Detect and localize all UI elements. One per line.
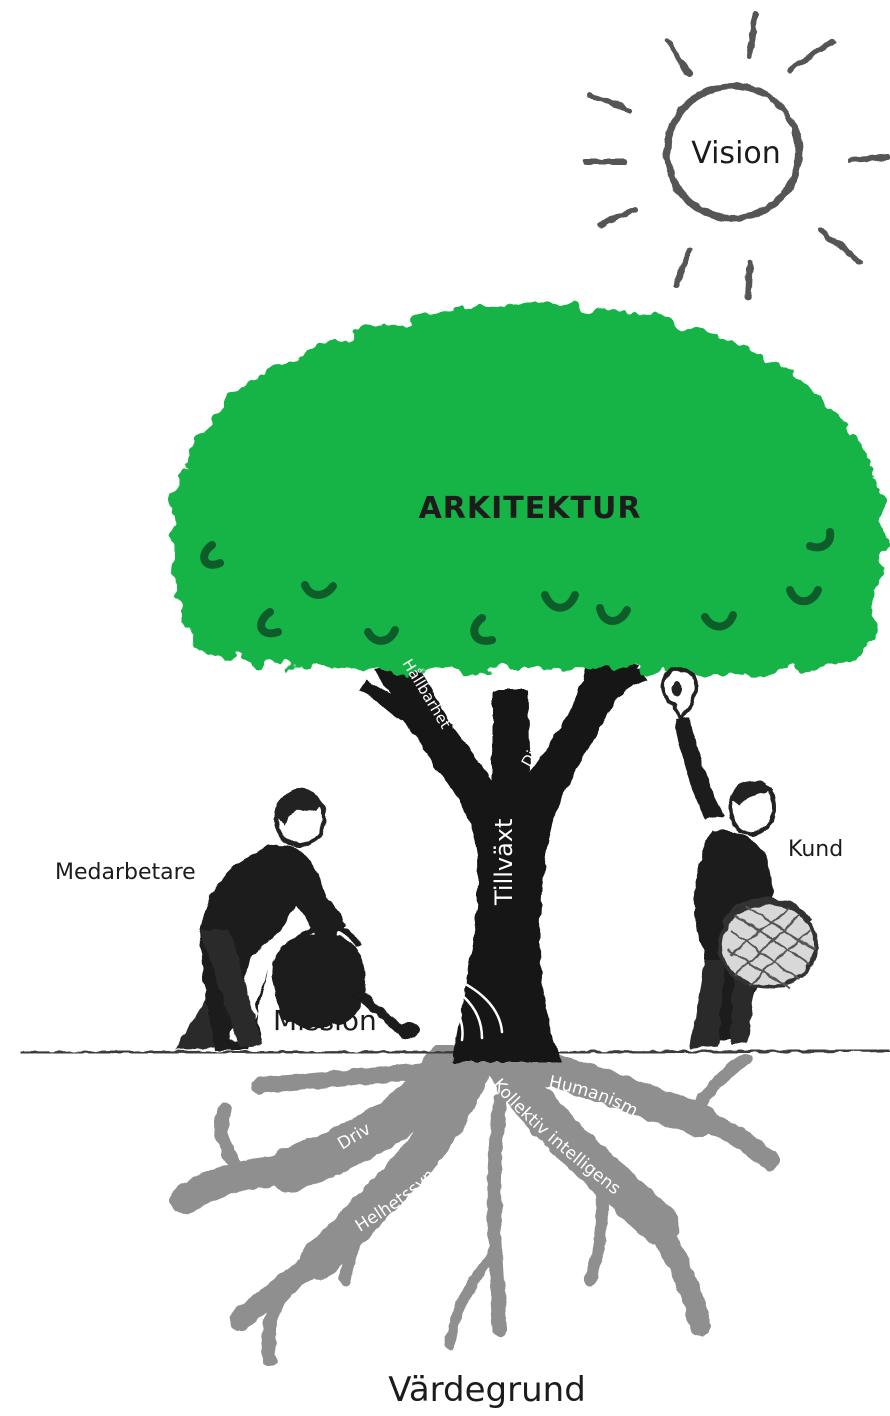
fruit bbox=[786, 586, 822, 606]
lightbulb-mark bbox=[672, 680, 682, 696]
foundation-label: Värdegrund bbox=[388, 1370, 586, 1410]
canopy-label: ARKITEKTUR bbox=[419, 491, 642, 526]
fruit bbox=[596, 604, 631, 625]
fruit bbox=[200, 541, 224, 569]
trunk bbox=[360, 655, 648, 1062]
person-kund bbox=[660, 666, 818, 1048]
watering-can-handle bbox=[287, 923, 361, 957]
sun: Vision bbox=[582, 12, 890, 301]
sun-rays bbox=[582, 12, 890, 301]
fruit bbox=[806, 528, 835, 552]
person-hair bbox=[730, 783, 772, 805]
tree-canopy: ARKITEKTUR bbox=[171, 304, 884, 673]
watering-can-rose bbox=[396, 1022, 420, 1038]
person-arm-raised bbox=[675, 718, 725, 820]
person-legs bbox=[175, 930, 262, 1050]
trunk-label: Tillväxt bbox=[490, 819, 518, 906]
person-arm bbox=[292, 880, 345, 932]
watering-can-spout bbox=[350, 985, 405, 1035]
fruit bbox=[301, 581, 337, 599]
basket-handle bbox=[723, 898, 812, 926]
water-streams bbox=[428, 973, 504, 1042]
fruits bbox=[200, 528, 835, 645]
fruit bbox=[257, 608, 282, 638]
basket-weave bbox=[727, 904, 816, 989]
person-hair bbox=[275, 791, 321, 826]
watering-can bbox=[271, 934, 365, 1028]
sun-label: Vision bbox=[691, 136, 781, 171]
fruit bbox=[470, 614, 496, 645]
mission-label: Mission bbox=[273, 1004, 377, 1037]
person-medarbetare bbox=[175, 788, 420, 1050]
sun-circle bbox=[663, 82, 803, 222]
ground-line bbox=[19, 1048, 890, 1055]
fruit bbox=[701, 611, 737, 631]
fruit bbox=[541, 591, 579, 612]
person-right-label: Kund bbox=[788, 837, 843, 862]
roots bbox=[170, 1043, 780, 1367]
person-left-label: Medarbetare bbox=[55, 860, 196, 885]
fruit bbox=[364, 626, 399, 645]
